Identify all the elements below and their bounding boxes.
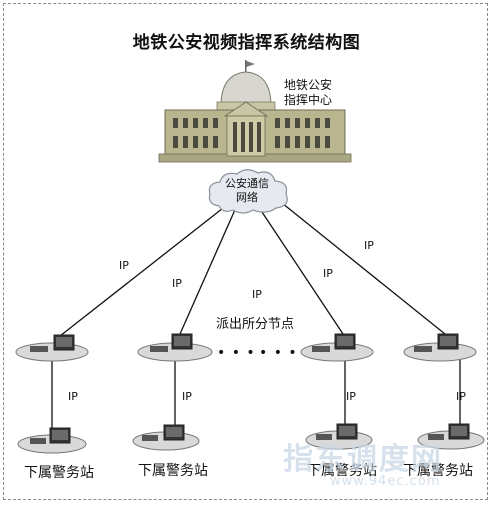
substation-node-4 [403, 333, 477, 362]
network-label: 公安通信 网络 [214, 177, 280, 205]
command-center-label: 地铁公安 指挥中心 [284, 78, 354, 108]
police-station-label-2: 下属警务站 [138, 463, 208, 479]
police-station-4 [417, 423, 485, 450]
ip-label-2: IP [172, 277, 182, 290]
command-center-label-line1: 地铁公安 [284, 78, 333, 92]
police-station-label-4: 下属警务站 [403, 463, 473, 479]
network-label-line1: 公安通信 [225, 177, 269, 190]
substation-node-1 [15, 334, 89, 362]
substation-node-3 [300, 333, 374, 362]
substation-label: 派出所分节点 [216, 317, 295, 332]
ip-label-4: IP [323, 267, 333, 280]
link-cloud-node4 [271, 194, 446, 335]
police-station-1 [17, 427, 87, 454]
link-cloud-node1 [59, 200, 233, 337]
watermark-url: www.94ec.com [330, 474, 441, 489]
watermark-text: 指东调度网 [283, 442, 443, 477]
network-label-line2: 网络 [236, 191, 258, 204]
ip-label-7: IP [182, 390, 192, 403]
police-station-label-1: 下属警务站 [24, 465, 94, 481]
link-cloud-node3 [255, 202, 344, 335]
police-station-2 [132, 424, 200, 451]
ip-label-8: IP [346, 390, 356, 403]
ip-label-5: IP [364, 239, 374, 252]
ip-label-1: IP [119, 259, 129, 272]
diagram-title: 地铁公安视频指挥系统结构图 [132, 33, 361, 53]
ip-label-6: IP [68, 390, 78, 403]
link-cloud-node2 [179, 202, 239, 335]
ip-label-9: IP [456, 390, 466, 403]
network-cloud-icon [208, 169, 288, 214]
police-station-3 [305, 423, 373, 450]
ip-label-3: IP [252, 288, 262, 301]
ellipsis-dots-2: • • • [259, 345, 298, 361]
command-center-building-icon [158, 60, 352, 163]
command-center-label-line2: 指挥中心 [284, 93, 333, 107]
dashed-border [3, 3, 488, 500]
ellipsis-dots-1: • • • [217, 345, 256, 361]
police-station-label-3: 下属警务站 [307, 463, 377, 479]
substation-node-2 [137, 333, 213, 362]
